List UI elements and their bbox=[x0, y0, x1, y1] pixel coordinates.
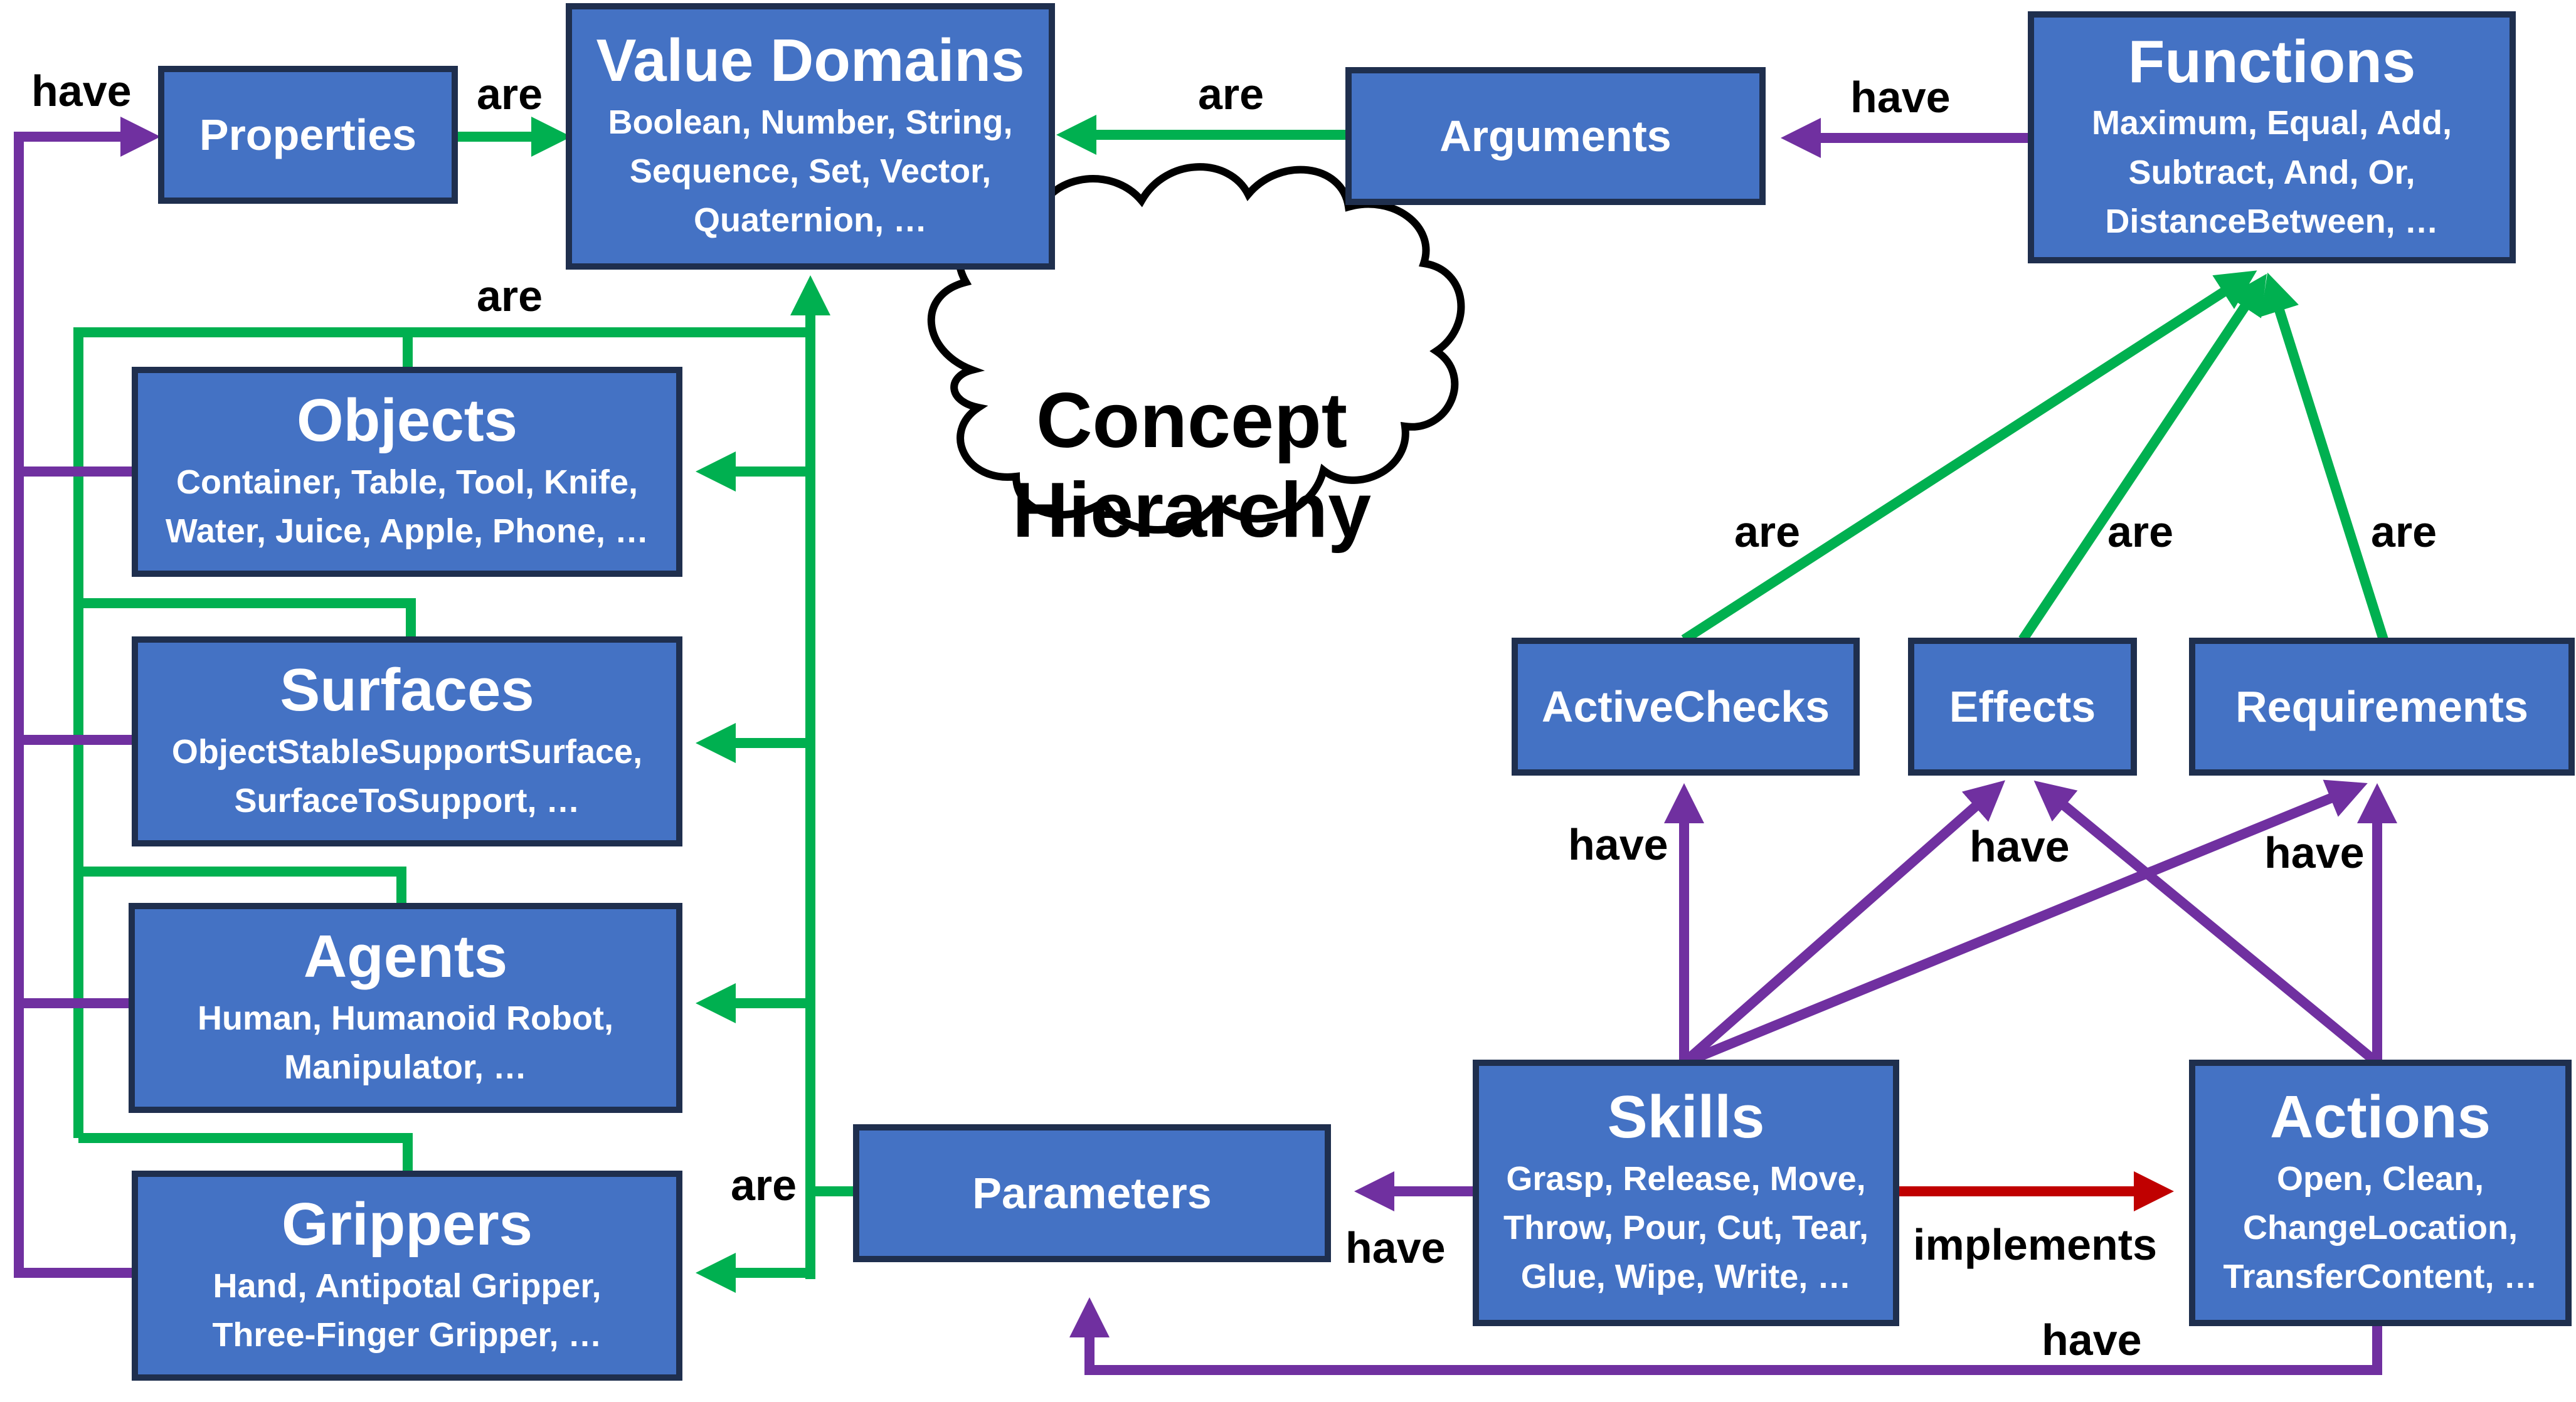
node-agents-title: Agents bbox=[303, 923, 508, 991]
node-arguments-title: Arguments bbox=[1439, 112, 1672, 161]
edge-bus-agents bbox=[78, 867, 406, 905]
node-functions-subtitle: Maximum, Equal, Add, Subtract, And, Or, … bbox=[2091, 104, 2452, 240]
node-actions[interactable]: Actions Open, Clean, ChangeLocation, Tra… bbox=[2189, 1060, 2572, 1326]
label-arguments-are: are bbox=[1198, 70, 1264, 119]
node-active-checks-title: ActiveChecks bbox=[1541, 682, 1830, 731]
node-skills-title: Skills bbox=[1607, 1083, 1765, 1151]
node-actions-title: Actions bbox=[2269, 1083, 2491, 1151]
edge-bus-surfaces bbox=[78, 598, 416, 640]
node-requirements[interactable]: Requirements bbox=[2189, 638, 2575, 776]
node-agents-subtitle: Human, Humanoid Robot, Manipulator, … bbox=[198, 999, 613, 1087]
label-skills-have-activechecks: have bbox=[1568, 820, 1668, 869]
node-effects[interactable]: Effects bbox=[1908, 638, 2137, 776]
edge-left-purple-bus bbox=[14, 117, 161, 1278]
node-actions-subtitle: Open, Clean, ChangeLocation, TransferCon… bbox=[2223, 1159, 2538, 1296]
edge-bus-grippers bbox=[78, 1133, 413, 1173]
node-parameters-title: Parameters bbox=[972, 1169, 1212, 1218]
node-functions[interactable]: Functions Maximum, Equal, Add, Subtract,… bbox=[2028, 11, 2516, 263]
node-active-checks[interactable]: ActiveChecks bbox=[1512, 638, 1860, 776]
label-actions-have-parameters: have bbox=[2042, 1315, 2142, 1364]
node-value-domains-title: Value Domains bbox=[596, 27, 1025, 95]
label-functions-have: have bbox=[1850, 73, 1951, 122]
node-value-domains-subtitle: Boolean, Number, String, Sequence, Set, … bbox=[608, 103, 1013, 240]
node-requirements-title: Requirements bbox=[2235, 682, 2528, 731]
node-surfaces[interactable]: Surfaces ObjectStableSupportSurface, Sur… bbox=[132, 636, 682, 846]
node-grippers-subtitle: Hand, Antipotal Gripper, Three-Finger Gr… bbox=[212, 1267, 602, 1354]
label-activechecks-are: are bbox=[1734, 507, 1801, 556]
node-properties[interactable]: Properties bbox=[158, 66, 458, 204]
label-implements: implements bbox=[1913, 1220, 2157, 1269]
node-grippers[interactable]: Grippers Hand, Antipotal Gripper, Three-… bbox=[132, 1171, 682, 1381]
edge-skills-have-effects bbox=[1680, 780, 2006, 1067]
node-skills-subtitle: Grasp, Release, Move, Throw, Pour, Cut, … bbox=[1503, 1159, 1869, 1296]
cloud-line-1: Concept bbox=[1036, 377, 1347, 464]
edge-actions-have-effects bbox=[2033, 780, 2381, 1067]
label-left-are: are bbox=[477, 271, 543, 320]
label-properties-have: have bbox=[31, 66, 132, 115]
label-properties-are: are bbox=[477, 70, 543, 119]
label-have-right: have bbox=[2264, 828, 2365, 877]
node-value-domains[interactable]: Value Domains Boolean, Number, String, S… bbox=[566, 3, 1055, 270]
node-arguments[interactable]: Arguments bbox=[1345, 67, 1766, 205]
node-effects-title: Effects bbox=[1949, 682, 2096, 731]
cloud-title: Concept Hierarchy bbox=[978, 376, 1405, 555]
edge-skills-have-requirements bbox=[1682, 779, 2368, 1068]
node-agents[interactable]: Agents Human, Humanoid Robot, Manipulato… bbox=[129, 903, 682, 1113]
node-parameters[interactable]: Parameters bbox=[853, 1124, 1331, 1262]
label-have-mid: have bbox=[1969, 822, 2070, 871]
label-skills-have-parameters: have bbox=[1345, 1223, 1446, 1272]
node-objects-title: Objects bbox=[296, 387, 518, 455]
label-effects-are: are bbox=[2107, 507, 2174, 556]
node-objects[interactable]: Objects Container, Table, Tool, Knife, W… bbox=[132, 367, 682, 577]
label-requirements-are: are bbox=[2371, 507, 2437, 556]
node-skills[interactable]: Skills Grasp, Release, Move, Throw, Pour… bbox=[1473, 1060, 1899, 1326]
node-surfaces-title: Surfaces bbox=[280, 656, 534, 724]
node-properties-title: Properties bbox=[199, 110, 417, 159]
label-parameters-are: are bbox=[731, 1161, 797, 1210]
node-grippers-title: Grippers bbox=[281, 1191, 533, 1258]
edge-effects-are-functions bbox=[2018, 273, 2267, 643]
node-objects-subtitle: Container, Table, Tool, Knife, Water, Ju… bbox=[165, 463, 649, 551]
node-surfaces-subtitle: ObjectStableSupportSurface, SurfaceToSup… bbox=[171, 733, 643, 820]
node-functions-title: Functions bbox=[2128, 28, 2416, 95]
cloud-line-2: Hierarchy bbox=[1012, 466, 1372, 554]
edge-actions-have-parameters bbox=[1069, 1297, 2382, 1375]
edge-requirements-are-functions bbox=[2260, 272, 2388, 641]
edge-activechecks-are-functions bbox=[1681, 270, 2257, 644]
